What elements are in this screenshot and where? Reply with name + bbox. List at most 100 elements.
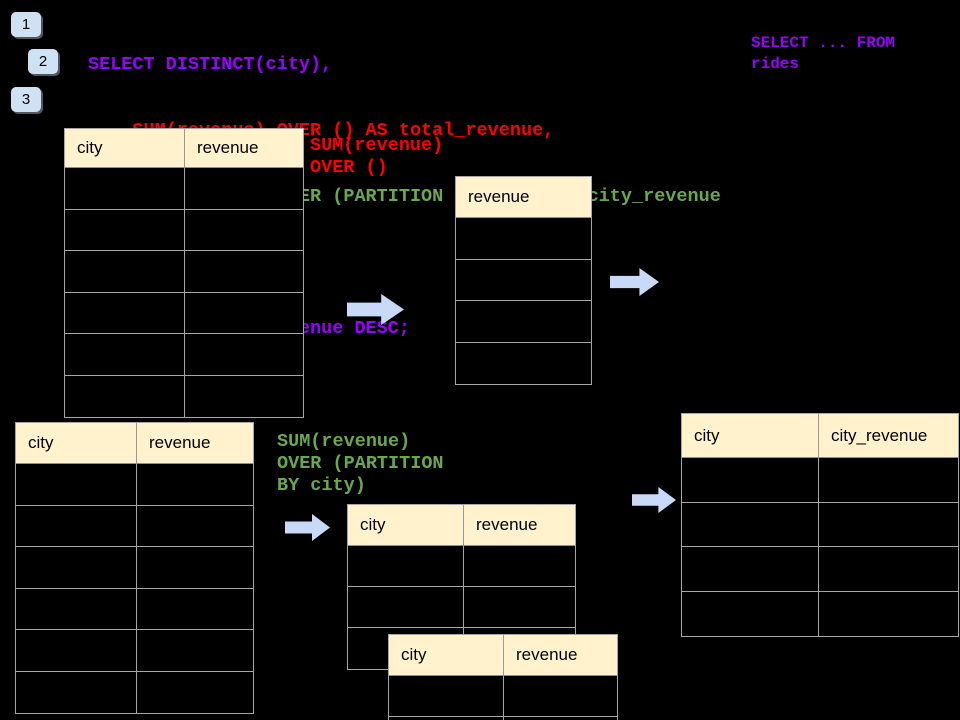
table-body xyxy=(389,676,617,720)
table-header-row: city revenue xyxy=(65,129,303,168)
table-empty-row xyxy=(65,292,303,334)
step-badge-3-label: 3 xyxy=(21,91,31,108)
table-empty-cell xyxy=(16,671,137,713)
table-empty-cell xyxy=(464,546,575,586)
table-empty-row xyxy=(456,218,591,260)
column-header-revenue: revenue xyxy=(149,433,211,452)
table-empty-cell xyxy=(185,210,303,251)
table-empty-cell xyxy=(137,547,253,588)
table-body xyxy=(65,168,303,417)
column-header-revenue: revenue xyxy=(516,645,578,664)
table-empty-row xyxy=(65,375,303,418)
table-empty-cell xyxy=(137,464,253,505)
table-empty-cell xyxy=(16,588,137,629)
table-empty-cell xyxy=(185,376,303,418)
step-badge-1: 1 xyxy=(11,12,41,37)
annotation-partition-by-city: SUM(revenue) OVER (PARTITION BY city) xyxy=(277,431,444,496)
table-empty-cell xyxy=(389,717,504,720)
table-empty-cell xyxy=(682,502,819,546)
table-empty-cell xyxy=(464,587,575,627)
column-header-revenue: revenue xyxy=(476,515,538,534)
table-empty-cell xyxy=(819,503,958,547)
table-empty-cell xyxy=(65,209,185,250)
column-header-city: city xyxy=(682,414,819,457)
arrow-right-icon xyxy=(285,514,330,541)
table-empty-row xyxy=(65,251,303,293)
table-empty-row xyxy=(16,588,253,630)
table-empty-row xyxy=(16,630,253,672)
table-empty-cell xyxy=(65,292,185,333)
table-empty-row xyxy=(682,458,958,503)
table-empty-cell xyxy=(185,251,303,292)
select-from-rides-note: SELECT ... FROM rides xyxy=(751,34,896,73)
annotation-total-revenue: SUM(revenue) OVER () xyxy=(310,135,444,178)
table-partition-group-a: city revenue xyxy=(347,504,576,670)
table-empty-row xyxy=(389,676,617,717)
table-empty-cell xyxy=(185,168,303,209)
step-badge-3: 3 xyxy=(11,87,41,112)
table-total-revenue: revenue xyxy=(455,176,592,385)
table-empty-row xyxy=(65,168,303,210)
table-empty-row xyxy=(389,717,617,720)
table-empty-row xyxy=(456,259,591,301)
table-empty-cell xyxy=(504,676,617,716)
table-empty-cell xyxy=(65,334,185,375)
table-partition-group-b: city revenue xyxy=(388,634,618,720)
table-result-city-revenue: city city_revenue xyxy=(681,413,959,637)
table-empty-cell xyxy=(16,630,137,671)
table-source-rides-bottom: city revenue xyxy=(15,422,254,714)
column-header-city: city xyxy=(65,129,185,167)
table-empty-cell xyxy=(348,546,464,586)
step-badge-2: 2 xyxy=(28,49,58,74)
table-empty-cell xyxy=(65,168,185,209)
column-header-city: city xyxy=(389,635,504,675)
table-empty-cell xyxy=(65,251,185,292)
table-source-rides-top: city revenue xyxy=(64,128,304,418)
table-empty-cell xyxy=(819,547,958,591)
table-empty-row xyxy=(16,464,253,506)
arrow-right-icon xyxy=(632,487,676,513)
table-empty-row xyxy=(16,547,253,589)
table-empty-row xyxy=(682,591,958,637)
table-header-row: revenue xyxy=(456,177,591,218)
table-empty-cell xyxy=(682,547,819,591)
table-body xyxy=(16,464,253,713)
table-header-row: city revenue xyxy=(389,635,617,676)
table-empty-cell xyxy=(456,301,591,342)
table-empty-cell xyxy=(137,506,253,547)
table-empty-row xyxy=(16,671,253,714)
column-header-city: city xyxy=(16,423,137,463)
table-empty-cell xyxy=(185,293,303,334)
column-header-revenue: revenue xyxy=(468,187,530,206)
table-empty-row xyxy=(348,546,575,587)
table-empty-cell xyxy=(348,587,464,627)
table-empty-cell xyxy=(137,589,253,630)
table-empty-cell xyxy=(456,343,591,385)
column-header-city: city xyxy=(348,505,464,545)
table-empty-cell xyxy=(185,334,303,375)
table-empty-cell xyxy=(137,630,253,671)
table-empty-cell xyxy=(137,672,253,714)
table-empty-cell xyxy=(682,591,819,636)
column-header-revenue: revenue xyxy=(197,138,259,157)
table-empty-cell xyxy=(456,260,591,301)
table-empty-cell xyxy=(819,458,958,502)
table-body xyxy=(456,218,591,384)
table-empty-cell xyxy=(456,218,591,259)
table-empty-cell xyxy=(819,592,958,637)
table-empty-row xyxy=(682,502,958,547)
table-empty-row xyxy=(456,301,591,343)
table-empty-row xyxy=(682,547,958,592)
column-header-city-revenue: city_revenue xyxy=(831,425,928,445)
table-empty-cell xyxy=(65,375,185,417)
table-body xyxy=(682,458,958,636)
table-header-row: city revenue xyxy=(16,423,253,464)
table-empty-row xyxy=(65,334,303,376)
table-empty-cell xyxy=(16,547,137,588)
table-empty-row xyxy=(348,587,575,628)
table-empty-cell xyxy=(16,505,137,546)
table-empty-row xyxy=(16,505,253,547)
table-empty-cell xyxy=(682,458,819,502)
table-header-row: city city_revenue xyxy=(682,414,958,458)
